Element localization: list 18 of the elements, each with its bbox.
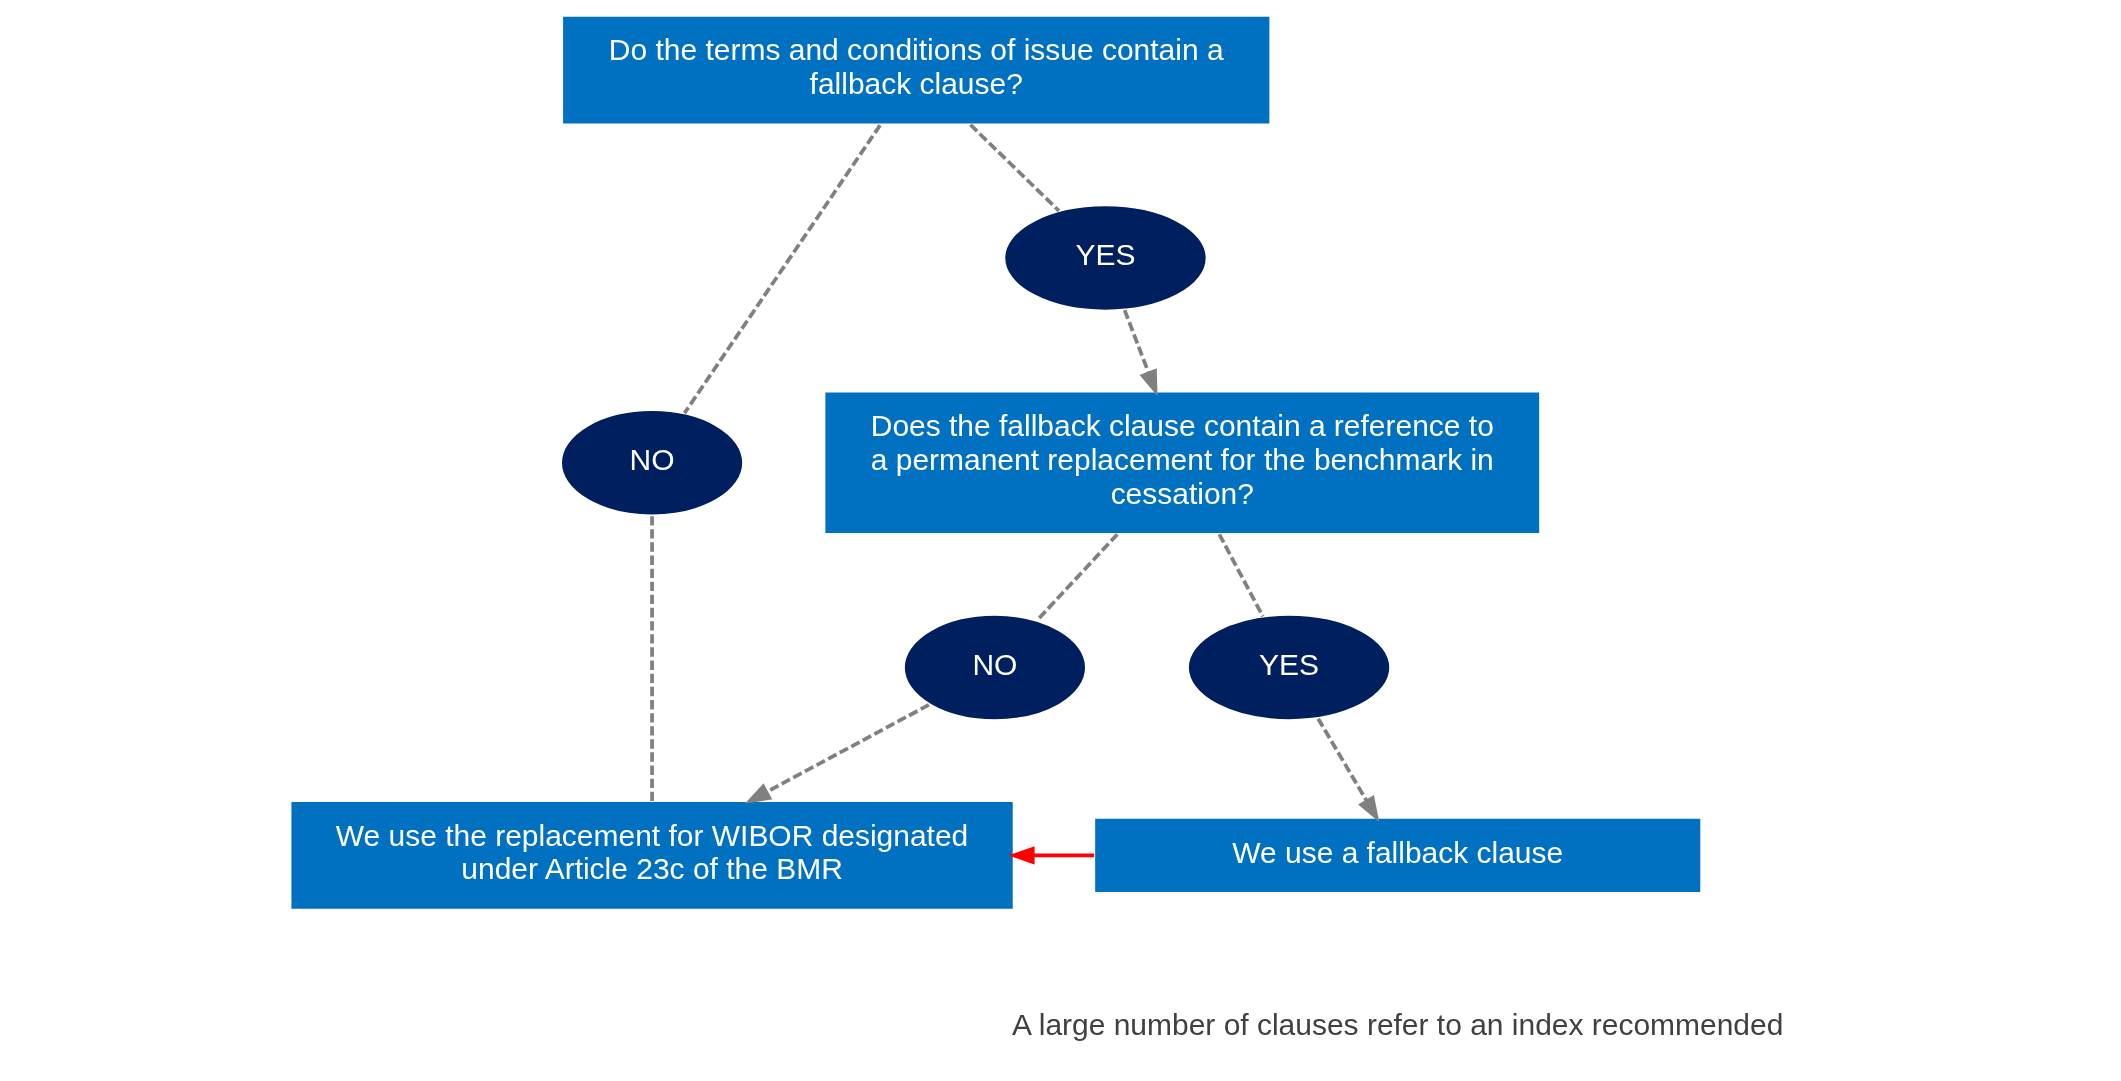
connector <box>650 516 654 802</box>
arrow <box>744 703 930 804</box>
arrow <box>1316 717 1380 823</box>
node-box: We use the replacement for WIBOR designated under Article 23c of the BMR <box>289 800 1015 911</box>
arrow <box>1008 846 1095 865</box>
connector <box>969 123 1061 213</box>
node-ellipse: NO <box>902 614 1087 722</box>
node-box: Do the terms and conditions of issue contain a fallback clause? <box>561 14 1272 126</box>
node-ellipse: YES <box>1187 614 1392 722</box>
node-box: Does the fallback clause contain a reference to a permanent replacement for the benchmark in cessation? <box>823 390 1542 535</box>
label: A large number of clauses refer to an index recommended <box>1012 1007 1784 1041</box>
node-ellipse: NO <box>560 409 745 517</box>
arrow <box>1122 309 1158 397</box>
node-ellipse: YES <box>1003 204 1208 312</box>
connector <box>682 124 882 415</box>
node-box: We use a fallback clause <box>1093 816 1703 894</box>
connector <box>1217 533 1265 618</box>
connector <box>1036 533 1119 622</box>
